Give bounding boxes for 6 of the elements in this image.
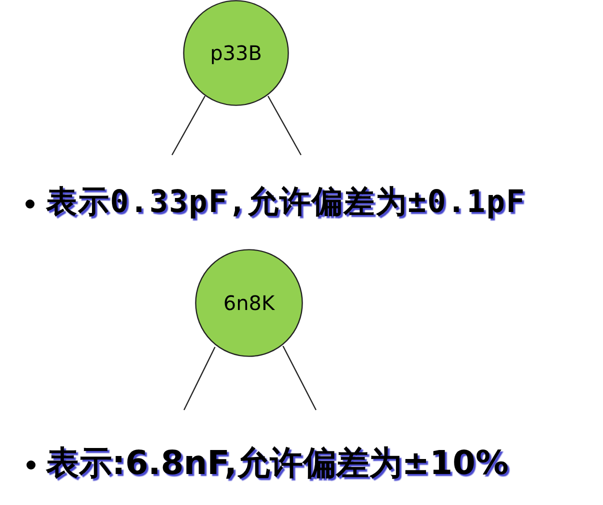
- description-text: 表示0.33pF,允许偏差为±0.1pF: [46, 183, 526, 222]
- capacitor-body: [195, 249, 303, 357]
- description-text: 表示:6.8nF,允许偏差为±10%: [46, 442, 509, 484]
- capacitor-code: p33B: [210, 41, 262, 65]
- capacitor-body: [183, 0, 289, 106]
- capacitor-code: 6n8K: [223, 291, 275, 315]
